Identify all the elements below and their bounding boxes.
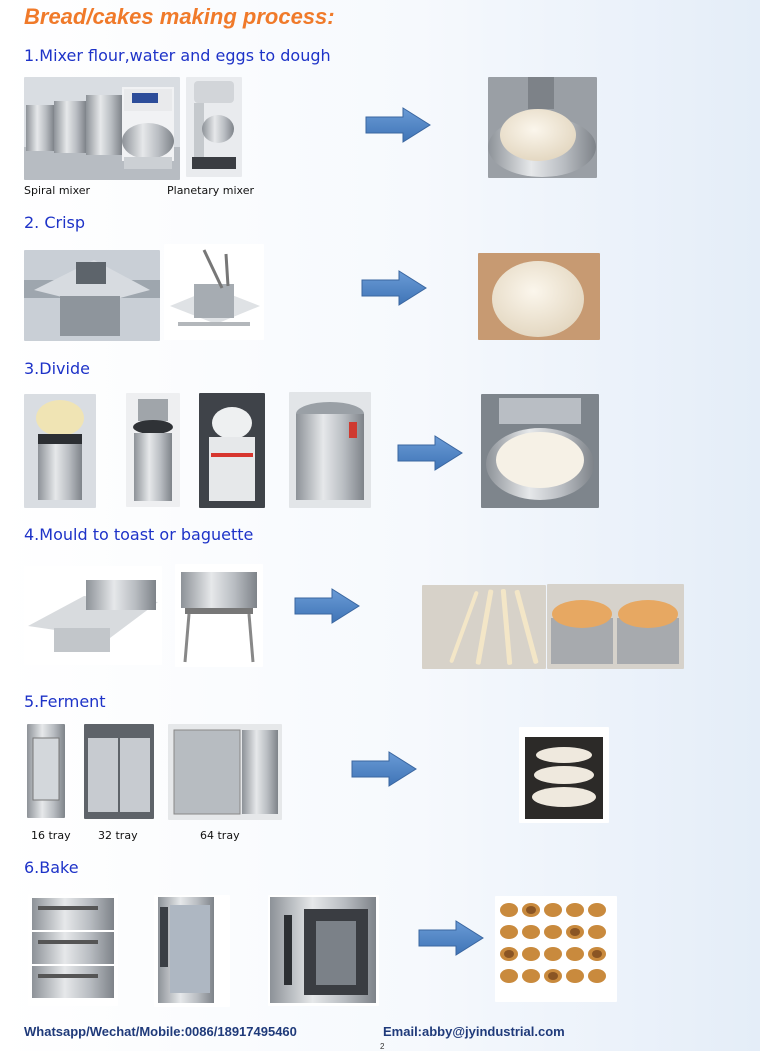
divider-machine-1-photo [24,394,96,508]
caption-32-tray: 32 tray [98,829,138,842]
toast-loaves-photo [547,584,684,669]
rotary-oven-photo [268,895,379,1006]
caption-spiral-mixer: Spiral mixer [24,184,91,197]
16-tray-proofer-photo [27,724,65,818]
contact-phone: Whatsapp/Wechat/Mobile:0086/18917495460 [24,1024,297,1039]
baked-breads-photo [495,896,617,1002]
arrow-icon [418,920,484,956]
step-1-label: 1.Mixer flour,water and eggs to dough [24,46,331,65]
step-5-label: 5.Ferment [24,692,106,711]
arrow-icon [365,107,431,143]
step-4-label: 4.Mould to toast or baguette [24,525,254,544]
page-title: Bread/cakes making process: [24,4,335,29]
arrow-icon [361,270,427,306]
divider-machine-2-photo [126,393,180,507]
64-tray-proofer-photo [168,724,282,820]
baguette-moulder-photo [175,564,263,667]
caption-planetary-mixer: Planetary mixer [167,184,254,197]
planetary-mixer-photo [186,77,242,177]
step-6-label: 6.Bake [24,858,79,877]
crisp-machine-photo [164,244,264,340]
page-number: 2 [380,1042,385,1051]
dough-ball-photo [478,253,600,340]
arrow-icon [294,588,360,624]
arrow-icon [351,751,417,787]
caption-16-tray: 16 tray [31,829,71,842]
spiral-mixer-photo [24,77,180,180]
toast-moulder-photo [24,566,162,665]
step-3-label: 3.Divide [24,359,90,378]
caption-64-tray: 64 tray [200,829,240,842]
baguette-dough-photo [422,585,546,669]
step-2-label: 2. Crisp [24,213,86,232]
dough-sheeter-photo [24,250,160,341]
divided-dough-photo [481,394,599,508]
deck-oven-photo [28,894,118,1006]
convection-oven-photo [154,895,230,1007]
divider-rounder-photo [199,393,265,508]
contact-email: Email:abby@jyindustrial.com [383,1024,565,1039]
arrow-icon [397,435,463,471]
32-tray-proofer-photo [84,724,154,819]
fermented-dough-photo [519,727,609,823]
dough-in-bowl-photo [488,77,597,178]
dough-divider-3-photo [289,392,371,508]
